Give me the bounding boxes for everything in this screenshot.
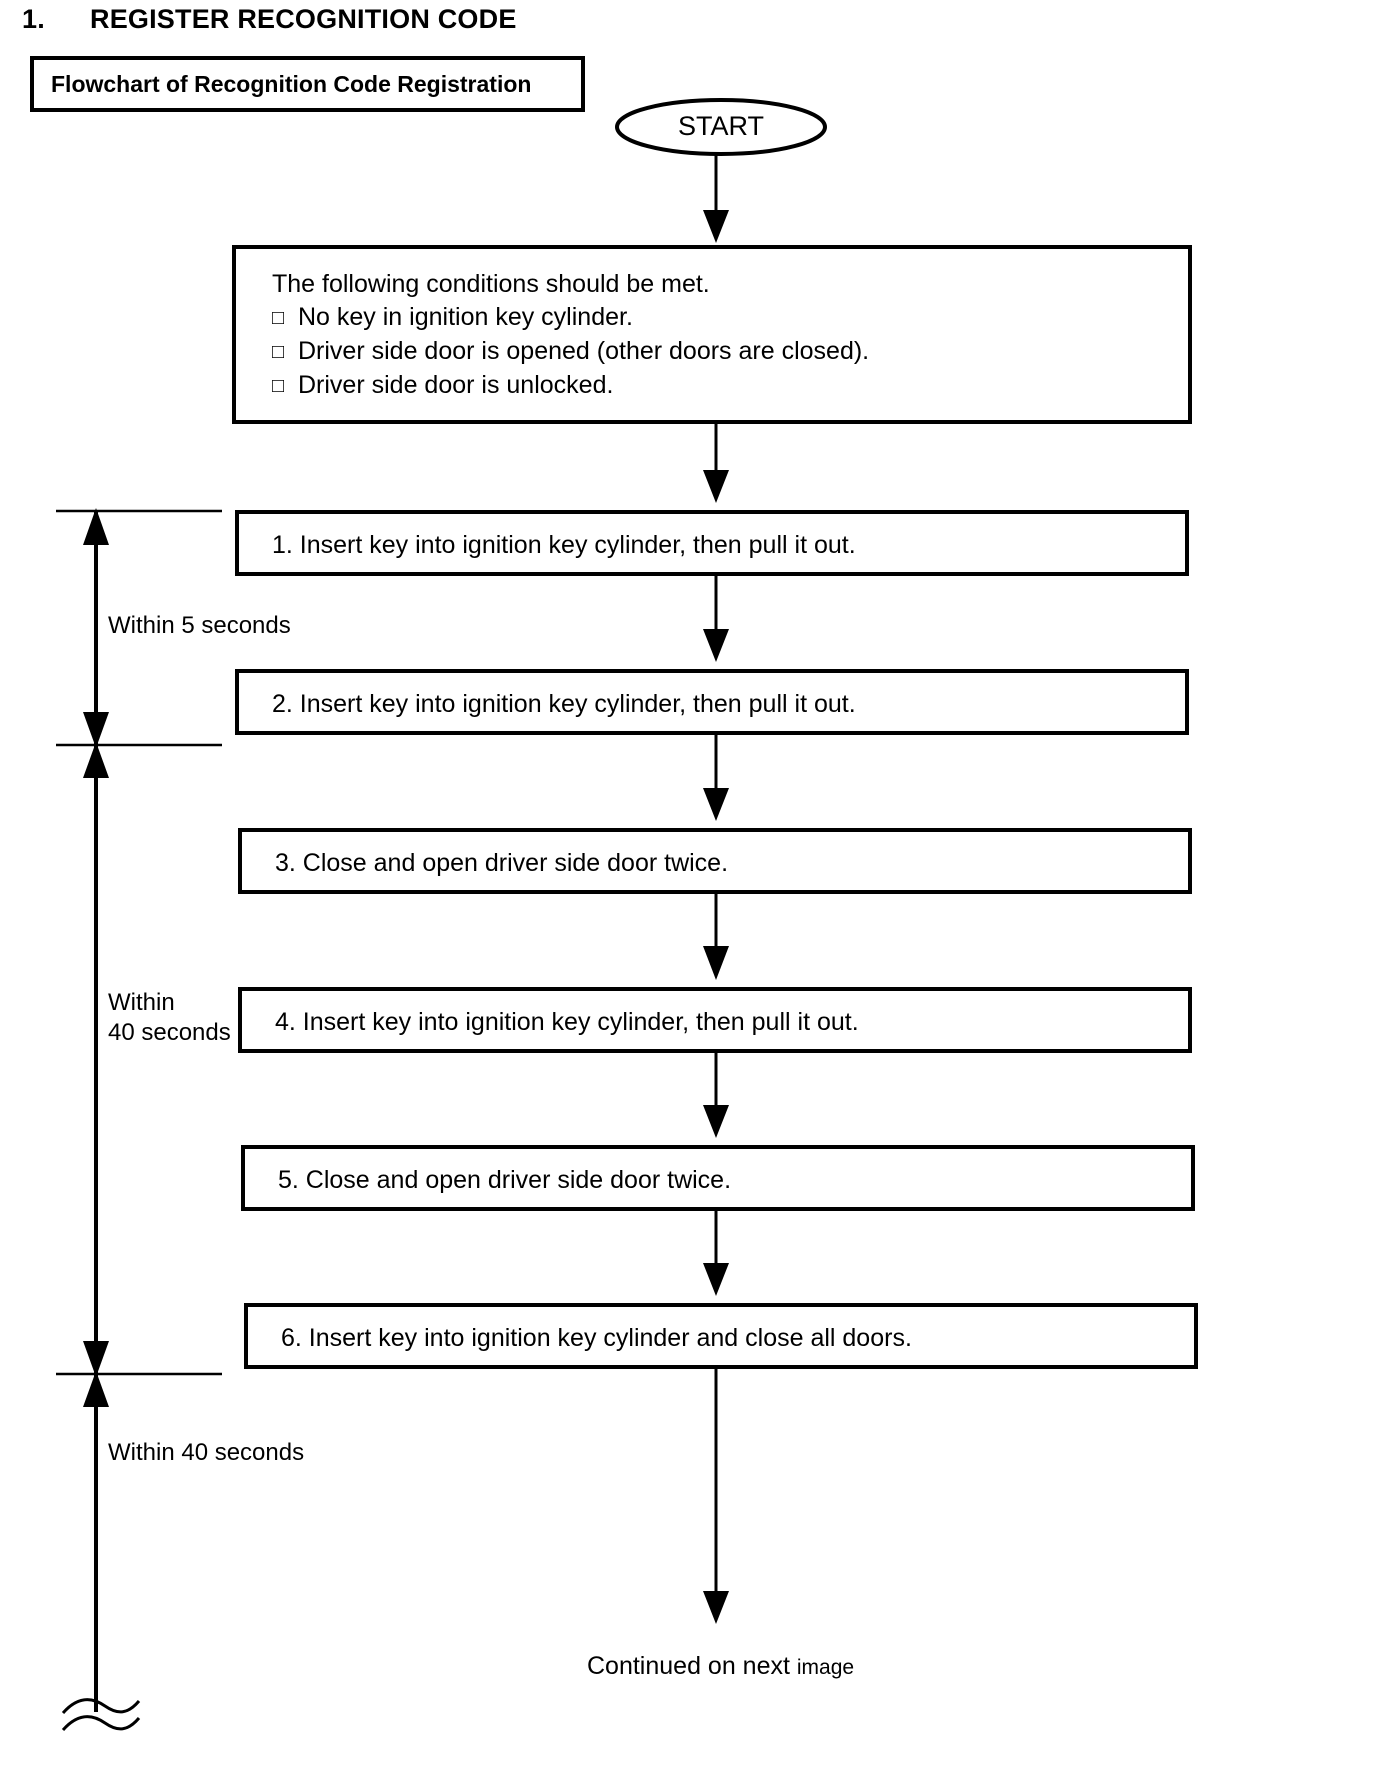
- arrowhead-step1-to-step2: [703, 629, 729, 662]
- subtitle-box: Flowchart of Recognition Code Registrati…: [30, 56, 585, 112]
- continuation-note-small: image: [796, 1656, 855, 1679]
- timing-label-40-seconds-line1: Within: [108, 989, 175, 1016]
- step-box-6-label: 6. Insert key into ignition key cylinder…: [281, 1324, 912, 1352]
- continuation-note: Continued on next image: [587, 1652, 854, 1681]
- condition-item-1-label: No key in ignition key cylinder.: [298, 303, 633, 331]
- start-node-label: START: [677, 111, 764, 141]
- start-node-shape: [615, 98, 827, 156]
- checkbox-icon: □: [272, 341, 285, 363]
- conditions-box-shape: [232, 245, 1192, 424]
- condition-item-1: □ No key in ignition key cylinder.: [272, 301, 869, 335]
- timing-label-5-seconds: Within 5 seconds: [108, 612, 291, 639]
- conditions-box-content: The following conditions should be met. …: [272, 268, 869, 403]
- timing-arrow-5-seconds-head-up: [83, 508, 109, 545]
- timing-label-40-seconds-line2: 40 seconds: [108, 1019, 231, 1046]
- arrowhead-step6-to-continuation: [703, 1591, 729, 1624]
- timing-label-40-seconds-lower: Within 40 seconds: [108, 1439, 305, 1466]
- break-line-wave-lower: [61, 1715, 141, 1732]
- continuation-note-main: Continued on next: [587, 1652, 790, 1680]
- step-box-1-shape: [235, 510, 1189, 576]
- condition-item-3: □ Driver side door is unlocked.: [272, 369, 869, 403]
- step-box-2-label: 2. Insert key into ignition key cylinder…: [272, 690, 856, 718]
- arrowhead-step4-to-step5: [703, 1105, 729, 1138]
- arrowhead-step2-to-step3: [703, 788, 729, 821]
- arrowhead-step5-to-step6: [703, 1263, 729, 1296]
- section-number: 1.: [22, 4, 45, 34]
- arrowhead-conditions-to-step1: [703, 470, 729, 503]
- step-box-3-label: 3. Close and open driver side door twice…: [275, 849, 729, 877]
- timing-label-40-seconds: Within 40 seconds: [108, 988, 231, 1048]
- step-box-6-shape: [244, 1303, 1198, 1369]
- checkbox-icon: □: [272, 375, 285, 397]
- timing-arrow-40-seconds-lower-head-up: [83, 1371, 109, 1407]
- step-box-4-label: 4. Insert key into ignition key cylinder…: [275, 1008, 859, 1036]
- arrowhead-start-to-conditions: [703, 210, 729, 243]
- step-box-1-label: 1. Insert key into ignition key cylinder…: [272, 531, 856, 559]
- page-title: 1. REGISTER RECOGNITION CODE: [22, 4, 517, 35]
- condition-item-3-label: Driver side door is unlocked.: [298, 371, 614, 399]
- step-box-5-shape: [241, 1145, 1195, 1211]
- break-line-wave-upper: [61, 1698, 141, 1715]
- step-box-3-shape: [238, 828, 1192, 894]
- timing-arrow-40-seconds-head-down: [83, 1341, 109, 1377]
- checkbox-icon: □: [272, 307, 285, 329]
- step-box-4-shape: [238, 987, 1192, 1053]
- timing-arrow-5-seconds-head-down: [83, 712, 109, 748]
- subtitle-label: Flowchart of Recognition Code Registrati…: [51, 70, 532, 97]
- condition-item-2-label: Driver side door is opened (other doors …: [298, 337, 870, 365]
- condition-item-2: □ Driver side door is opened (other doors…: [272, 335, 869, 369]
- step-box-2-shape: [235, 669, 1189, 735]
- arrowhead-step3-to-step4: [703, 946, 729, 980]
- step-box-5-label: 5. Close and open driver side door twice…: [278, 1166, 732, 1194]
- section-title: REGISTER RECOGNITION CODE: [90, 4, 517, 34]
- timing-arrow-40-seconds-head-up: [83, 742, 109, 778]
- conditions-heading: The following conditions should be met.: [272, 270, 710, 298]
